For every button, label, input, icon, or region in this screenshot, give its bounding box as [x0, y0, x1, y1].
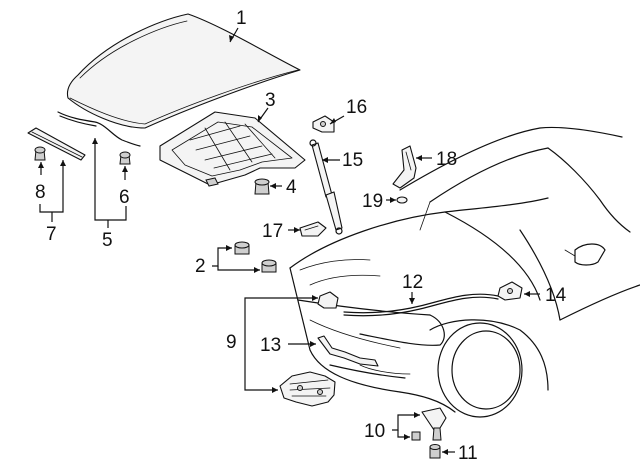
bracket-10[interactable] — [421, 407, 447, 441]
clip-8[interactable] — [34, 146, 46, 161]
callout-1: 1 — [236, 8, 247, 29]
callout-15: 15 — [342, 150, 363, 171]
callout-8: 8 — [35, 182, 46, 203]
hood-cushion-2a[interactable] — [234, 241, 250, 255]
release-lever-13[interactable] — [317, 335, 379, 367]
callout-18: 18 — [436, 149, 457, 170]
clip-19[interactable] — [396, 196, 408, 204]
callout-10: 10 — [364, 421, 385, 442]
callout-7: 7 — [46, 224, 57, 245]
bolt-11[interactable] — [429, 444, 441, 459]
callout-5: 5 — [102, 230, 113, 251]
hood-cushion-2b[interactable] — [261, 259, 277, 273]
callout-labels: 1 3 16 15 4 17 18 19 8 6 7 5 2 9 12 14 1… — [35, 8, 567, 464]
clip-6[interactable] — [119, 151, 131, 165]
callout-4: 4 — [286, 177, 297, 198]
callout-16: 16 — [346, 97, 367, 118]
callout-17: 17 — [262, 221, 283, 242]
callout-13: 13 — [260, 335, 281, 356]
hood-lock-14[interactable] — [497, 281, 523, 301]
hood-latch-assembly[interactable] — [279, 371, 336, 407]
hood-insulator[interactable] — [159, 111, 306, 187]
hood-panel[interactable] — [66, 13, 301, 129]
callout-3: 3 — [265, 90, 276, 111]
hood-bumper-4[interactable] — [254, 178, 270, 195]
hood-latch-17[interactable] — [299, 221, 327, 237]
callout-12: 12 — [402, 272, 423, 293]
screw-10[interactable] — [411, 431, 421, 441]
callout-9: 9 — [226, 332, 237, 353]
callout-11: 11 — [458, 443, 478, 464]
release-cable-12[interactable] — [343, 293, 499, 317]
callout-2: 2 — [195, 256, 206, 277]
callout-14: 14 — [545, 285, 567, 306]
hood-hinge-bracket-16[interactable] — [312, 115, 335, 133]
lock-support-9[interactable] — [317, 291, 339, 309]
hood-seal-side[interactable] — [57, 111, 141, 147]
callout-19: 19 — [362, 191, 383, 212]
lift-support-15[interactable] — [309, 139, 343, 235]
cable-bracket-18[interactable] — [392, 145, 417, 189]
hood-seal-front[interactable] — [27, 127, 86, 161]
arrowheads — [38, 35, 530, 455]
callout-6: 6 — [119, 187, 130, 208]
